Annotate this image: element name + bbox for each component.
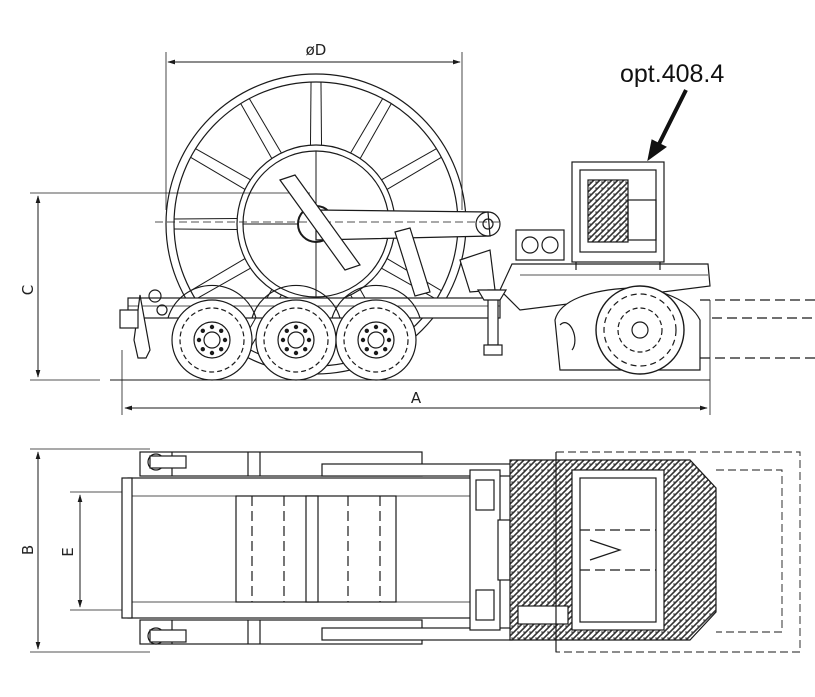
reel-spoke [174,228,238,231]
reel-spoke [240,103,273,159]
reel-spoke [190,258,246,292]
reel-spoke [320,82,323,146]
dimension-width-label: B [19,545,37,555]
side-view [30,52,815,415]
reel-spoke [350,98,384,154]
reel-spoke [195,148,251,181]
boom-arm [155,174,501,297]
reel-spoke [381,267,437,300]
dimension-height [30,192,310,381]
control-box [515,229,565,261]
reel-spoke [190,156,246,190]
front-jack [476,289,508,356]
dimension-length-label: A [411,389,422,407]
dimension-inner-width-label: E [59,547,77,556]
reel-spoke [248,98,282,154]
top-view [30,448,801,653]
reel-spoke [309,82,312,146]
dimension-diameter-label: øD [306,41,327,59]
dimension-diameter [165,52,463,210]
dimension-height-label: C [19,285,37,295]
wheel-set [167,284,421,381]
wheel [167,284,257,381]
callout-label: opt.408.4 [620,60,724,88]
reel-spoke [195,267,251,300]
reel-spoke [174,217,238,220]
wheel [331,284,421,381]
reel-spoke [386,156,442,190]
reel-spoke [381,148,437,181]
reel-spoke [359,103,392,159]
dimension-width [30,448,150,653]
rear-jack [119,289,168,359]
callout-arrow [647,89,688,162]
tractor-unit-outline [554,285,815,375]
power-pack [571,161,665,270]
